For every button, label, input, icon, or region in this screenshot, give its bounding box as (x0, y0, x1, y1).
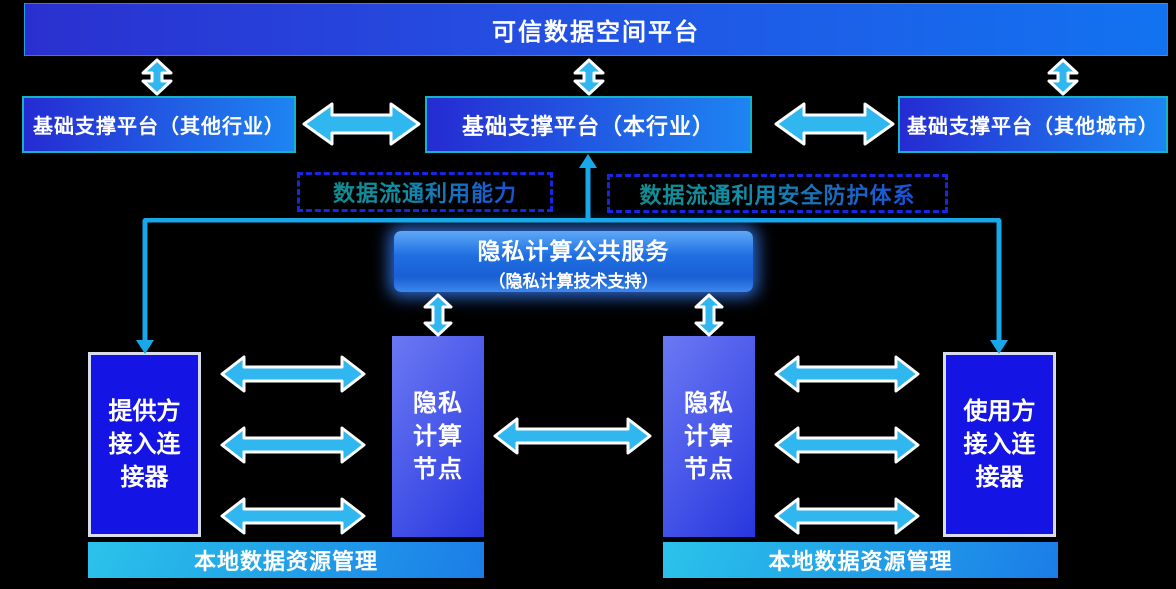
provider-connector-line1: 提供方 (108, 397, 181, 425)
horizontal-connector-line (143, 218, 1001, 223)
privacy-node-left-line1: 隐私 (413, 389, 463, 417)
platform-this-industry-label: 基础支撑平台（本行业） (461, 114, 715, 140)
vertical-double-arrow-icon (694, 293, 724, 337)
banner-label: 可信数据空间平台 (492, 18, 700, 46)
platform-this-industry-box: 基础支撑平台（本行业） (425, 96, 752, 153)
local-data-management-bar-right: 本地数据资源管理 (663, 542, 1058, 578)
privacy-service-title: 隐私计算公共服务 (477, 238, 670, 265)
consumer-connector-line2: 接入连 (963, 430, 1036, 458)
privacy-node-right-box: 隐私 计算 节点 (663, 336, 755, 537)
data-flow-security-label-box: 数据流通利用安全防护体系 (607, 174, 948, 213)
horizontal-double-arrow-icon (774, 102, 895, 146)
privacy-computing-public-service-box: 隐私计算公共服务 （隐私计算技术支持） (394, 231, 753, 292)
down-arrow-shaft-left (142, 220, 148, 342)
up-arrow-head-icon (579, 154, 597, 168)
vertical-double-arrow-icon (141, 58, 173, 96)
platform-other-industry-box: 基础支撑平台（其他行业） (22, 96, 296, 153)
local-data-bar-left-label: 本地数据资源管理 (193, 550, 378, 575)
horizontal-double-arrow-icon (220, 355, 366, 393)
local-data-management-bar-left: 本地数据资源管理 (88, 542, 484, 578)
data-flow-capability-label: 数据流通利用能力 (333, 176, 517, 208)
privacy-service-subtitle: （隐私计算技术支持） (488, 271, 659, 292)
platform-other-industry-label: 基础支撑平台（其他行业） (33, 114, 285, 138)
provider-access-connector-box: 提供方 接入连 接器 (88, 352, 201, 537)
vertical-double-arrow-icon (1047, 58, 1079, 96)
horizontal-double-arrow-icon (302, 102, 421, 146)
horizontal-double-arrow-icon (220, 426, 366, 464)
privacy-node-right-line3: 节点 (684, 455, 734, 483)
privacy-node-right-line1: 隐私 (684, 389, 734, 417)
data-flow-security-label: 数据流通利用安全防护体系 (639, 178, 915, 210)
privacy-node-left-box: 隐私 计算 节点 (392, 336, 484, 537)
provider-connector-line3: 接器 (120, 463, 169, 491)
down-arrow-shaft-right (996, 220, 1002, 342)
platform-other-city-box: 基础支撑平台（其他城市） (898, 96, 1168, 153)
consumer-access-connector-box: 使用方 接入连 接器 (943, 352, 1056, 537)
horizontal-double-arrow-icon (774, 355, 920, 393)
horizontal-double-arrow-icon (774, 497, 920, 535)
data-flow-capability-label-box: 数据流通利用能力 (297, 172, 553, 212)
consumer-connector-line1: 使用方 (963, 397, 1036, 425)
horizontal-double-arrow-icon (220, 497, 366, 535)
privacy-node-right-line2: 计算 (684, 422, 734, 450)
privacy-node-left-line2: 计算 (413, 422, 463, 450)
consumer-connector-line3: 接器 (975, 463, 1024, 491)
horizontal-double-arrow-icon (774, 426, 920, 464)
trusted-data-space-platform-banner: 可信数据空间平台 (24, 3, 1168, 56)
privacy-node-left-line3: 节点 (413, 455, 463, 483)
local-data-bar-right-label: 本地数据资源管理 (768, 550, 953, 575)
provider-connector-line2: 接入连 (108, 430, 181, 458)
platform-other-city-label: 基础支撑平台（其他城市） (907, 114, 1159, 138)
horizontal-double-arrow-icon (493, 417, 652, 455)
up-arrow-shaft (585, 166, 591, 222)
vertical-double-arrow-icon (573, 58, 605, 96)
vertical-double-arrow-icon (423, 293, 453, 337)
